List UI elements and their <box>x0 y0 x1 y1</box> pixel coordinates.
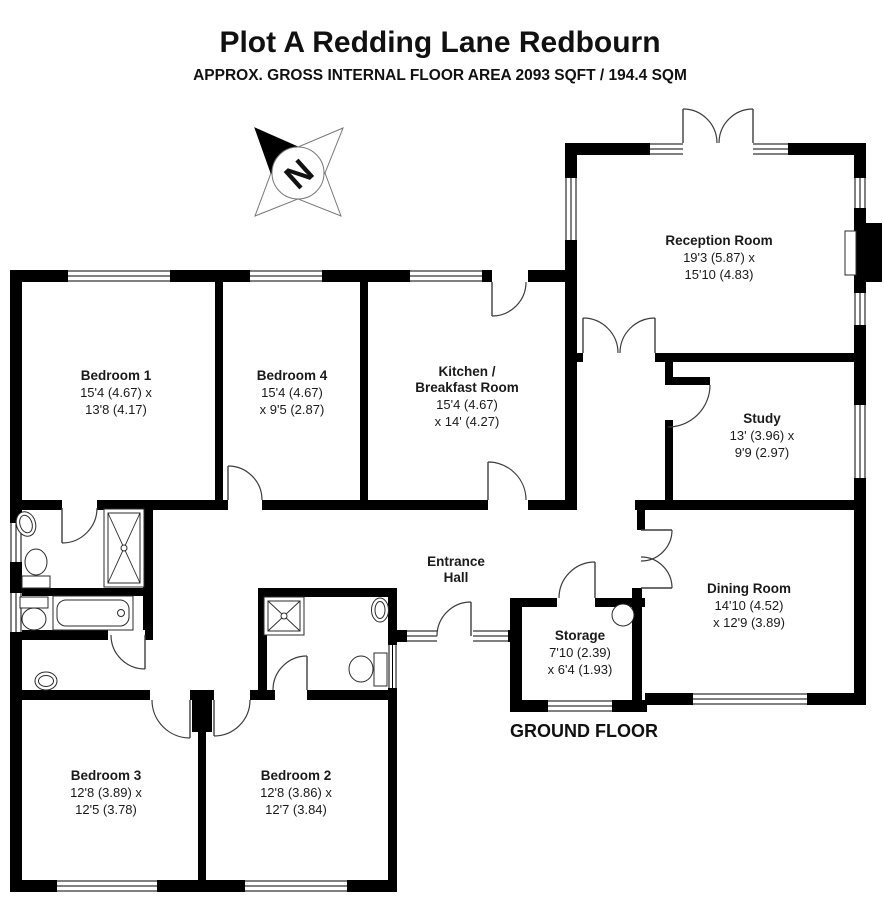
window <box>10 593 22 632</box>
chimney-breast <box>854 223 882 282</box>
room-label-reception: Reception Room 19'3 (5.87) x 15'10 (4.83… <box>665 233 772 282</box>
svg-text:Bedroom 4: Bedroom 4 <box>257 368 328 383</box>
bathtub <box>52 595 134 631</box>
door-swing <box>718 108 754 144</box>
compass-rose: N <box>254 127 344 217</box>
window <box>57 880 157 892</box>
svg-text:15'4 (4.67) x: 15'4 (4.67) x <box>80 385 152 400</box>
window <box>250 270 322 282</box>
toilet <box>19 596 49 631</box>
svg-text:Study: Study <box>743 411 781 426</box>
window <box>410 270 482 282</box>
window <box>388 645 397 688</box>
window <box>10 523 22 562</box>
svg-text:12'8 (3.89) x: 12'8 (3.89) x <box>70 785 142 800</box>
windows <box>10 143 866 892</box>
svg-text:Storage: Storage <box>555 628 606 643</box>
svg-text:Kitchen /: Kitchen / <box>438 364 495 379</box>
door-swing <box>682 108 718 144</box>
sink <box>15 511 37 537</box>
svg-text:Bedroom 3: Bedroom 3 <box>71 768 142 783</box>
fireplace-inset <box>844 230 857 276</box>
room-label-bedroom1: Bedroom 1 15'4 (4.67) x 13'8 (4.17) <box>80 368 152 417</box>
door-swing <box>151 699 191 739</box>
room-label-bedroom3: Bedroom 3 12'8 (3.89) x 12'5 (3.78) <box>70 768 142 817</box>
door-swing <box>640 556 673 589</box>
door-swing <box>436 601 472 637</box>
door-swing <box>487 461 527 501</box>
svg-text:x 12'9 (3.89): x 12'9 (3.89) <box>713 615 785 630</box>
room-label-dining: Dining Room 14'10 (4.52) x 12'9 (3.89) <box>707 581 791 630</box>
svg-text:Hall: Hall <box>444 570 469 585</box>
svg-text:x 9'5 (2.87): x 9'5 (2.87) <box>260 402 325 417</box>
window <box>753 143 788 155</box>
window <box>473 630 508 642</box>
window <box>854 293 866 325</box>
svg-text:19'3 (5.87) x: 19'3 (5.87) x <box>683 250 755 265</box>
compass-circle <box>271 146 325 200</box>
svg-text:Entrance: Entrance <box>427 554 485 569</box>
door-openings <box>62 143 753 700</box>
svg-text:Dining Room: Dining Room <box>707 581 791 596</box>
window <box>650 143 683 155</box>
door-swing <box>640 529 673 562</box>
floor-label: GROUND FLOOR <box>510 721 658 741</box>
fixtures <box>15 508 635 691</box>
svg-text:Breakfast Room: Breakfast Room <box>415 380 519 395</box>
room-label-storage: Storage 7'10 (2.39) x 6'4 (1.93) <box>548 628 613 677</box>
page-subtitle: APPROX. GROSS INTERNAL FLOOR AREA 2093 S… <box>193 67 687 84</box>
svg-text:15'4 (4.67): 15'4 (4.67) <box>436 397 498 412</box>
doors <box>61 108 754 739</box>
svg-text:13' (3.96) x: 13' (3.96) x <box>730 428 795 443</box>
sink <box>371 597 389 623</box>
door-swing <box>491 281 527 317</box>
room-label-entrance-hall: Entrance Hall <box>427 554 485 585</box>
svg-text:9'9 (2.97): 9'9 (2.97) <box>735 445 790 460</box>
window <box>407 630 437 642</box>
shower-tray <box>263 596 305 636</box>
door-swing <box>558 561 596 599</box>
door-swing <box>61 507 98 544</box>
room-label-bedroom2: Bedroom 2 12'8 (3.86) x 12'7 (3.84) <box>260 768 332 817</box>
room-label-kitchen: Kitchen / Breakfast Room 15'4 (4.67) x 1… <box>415 364 519 429</box>
svg-text:Bedroom 2: Bedroom 2 <box>261 768 332 783</box>
toilet <box>348 652 388 687</box>
svg-text:14'10 (4.52): 14'10 (4.52) <box>715 598 784 613</box>
svg-text:12'5 (3.78): 12'5 (3.78) <box>75 802 137 817</box>
window <box>565 178 577 240</box>
shower-tray <box>103 508 145 588</box>
door-swing <box>582 317 619 354</box>
door-swing <box>667 384 711 428</box>
svg-text:13'8 (4.17): 13'8 (4.17) <box>85 402 147 417</box>
svg-text:12'7 (3.84): 12'7 (3.84) <box>265 802 327 817</box>
svg-text:7'10 (2.39): 7'10 (2.39) <box>549 645 611 660</box>
window <box>854 405 866 478</box>
sink <box>34 671 58 691</box>
svg-text:x 14' (4.27): x 14' (4.27) <box>435 414 500 429</box>
svg-text:x 6'4 (1.93): x 6'4 (1.93) <box>548 662 613 677</box>
window <box>693 693 807 705</box>
svg-text:15'10 (4.83): 15'10 (4.83) <box>685 267 754 282</box>
svg-text:Reception Room: Reception Room <box>665 233 772 248</box>
window <box>68 270 170 282</box>
toilet <box>21 548 51 589</box>
room-label-study: Study 13' (3.96) x 9'9 (2.97) <box>730 411 795 460</box>
window <box>854 178 866 208</box>
room-label-bedroom4: Bedroom 4 15'4 (4.67) x 9'5 (2.87) <box>257 368 328 417</box>
svg-text:12'8 (3.86) x: 12'8 (3.86) x <box>260 785 332 800</box>
door-swing <box>619 317 656 354</box>
door-swing <box>110 634 146 670</box>
svg-text:15'4 (4.67): 15'4 (4.67) <box>261 385 323 400</box>
window <box>548 700 612 712</box>
tank-circle <box>611 603 635 627</box>
room-labels: Bedroom 1 15'4 (4.67) x 13'8 (4.17) Bedr… <box>70 233 795 817</box>
door-swing <box>227 465 263 501</box>
svg-text:Bedroom 1: Bedroom 1 <box>81 368 152 383</box>
window <box>245 880 347 892</box>
door-swing <box>213 699 251 737</box>
door-swing <box>272 655 308 691</box>
page-title: Plot A Redding Lane Redbourn <box>219 26 660 59</box>
